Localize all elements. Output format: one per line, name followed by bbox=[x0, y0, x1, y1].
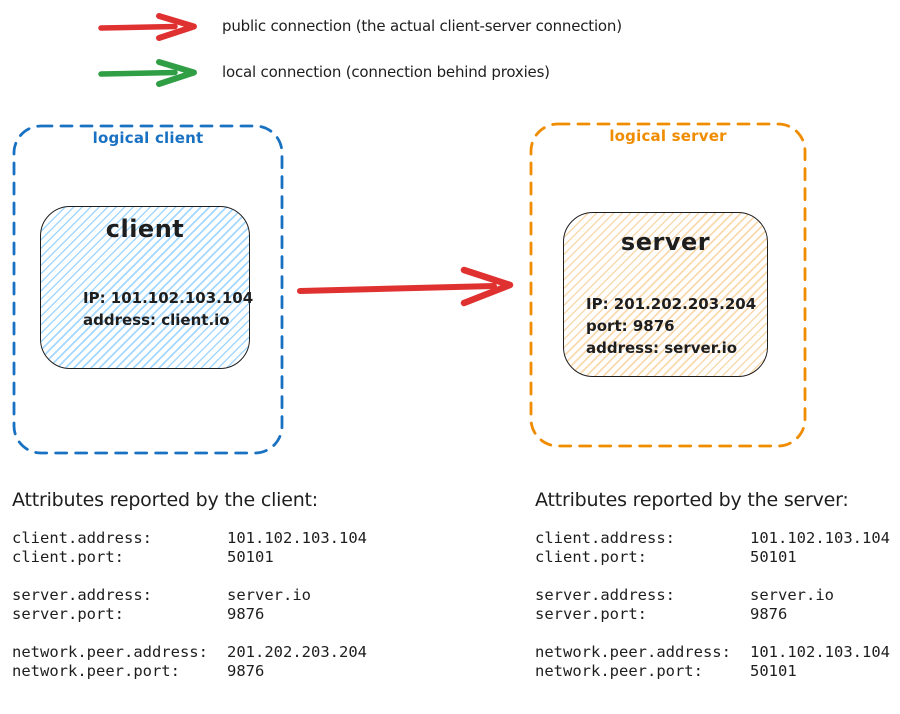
attribute-value: server.io bbox=[227, 586, 311, 604]
logical-client-label: logical client bbox=[92, 129, 204, 147]
attribute-key: client.address: bbox=[535, 529, 675, 547]
client-node-details: IP: 101.102.103.104 address: client.io bbox=[83, 287, 253, 331]
table-row: server.port: 9876 bbox=[12, 605, 367, 624]
attribute-key: network.peer.port: bbox=[12, 662, 180, 680]
table-row: client.port: 50101 bbox=[12, 548, 367, 567]
attribute-key: client.address: bbox=[12, 529, 152, 547]
server-node: server IP: 201.202.203.204 port: 9876 ad… bbox=[563, 212, 768, 377]
client-node-title: client bbox=[105, 215, 185, 243]
attribute-value: 50101 bbox=[750, 662, 797, 680]
attr-group-client: client.address: 101.102.103.104 client.po… bbox=[535, 529, 890, 567]
table-row: server.address: server.io bbox=[12, 586, 367, 605]
attribute-key: server.address: bbox=[12, 586, 152, 604]
server-attributes-title: Attributes reported by the server: bbox=[535, 489, 849, 511]
local-connection-label: local connection (connection behind prox… bbox=[222, 63, 550, 81]
server-ip: IP: 201.202.203.204 bbox=[586, 295, 757, 313]
attribute-value: 50101 bbox=[750, 548, 797, 566]
attribute-key: server.address: bbox=[535, 586, 675, 604]
table-row: client.address: 101.102.103.104 bbox=[535, 529, 890, 548]
attr-group-network-peer: network.peer.address: 101.102.103.104 net… bbox=[535, 643, 890, 681]
logical-server-box: logical server server IP: 201.202.203.20… bbox=[529, 122, 807, 448]
attribute-value: 9876 bbox=[750, 605, 788, 623]
attribute-value: 9876 bbox=[227, 605, 265, 623]
client-attributes-block: Attributes reported by the client: clien… bbox=[12, 489, 367, 700]
attribute-key: server.port: bbox=[12, 605, 124, 623]
logical-client-box: logical client client IP: 101.102.103.10… bbox=[12, 124, 284, 455]
attribute-value: 101.102.103.104 bbox=[750, 643, 890, 661]
attribute-key: client.port: bbox=[12, 548, 124, 566]
attribute-value: 101.102.103.104 bbox=[227, 529, 367, 547]
attr-group-server: server.address: server.io server.port: 987… bbox=[535, 586, 890, 624]
public-connection-arrow-icon bbox=[98, 13, 197, 41]
server-node-details: IP: 201.202.203.204 port: 9876 address: … bbox=[586, 293, 756, 359]
client-ip: IP: 101.102.103.104 bbox=[83, 289, 254, 307]
local-connection-arrow-icon bbox=[98, 59, 197, 87]
attribute-key: server.port: bbox=[535, 605, 647, 623]
attribute-key: network.peer.port: bbox=[535, 662, 703, 680]
attribute-key: network.peer.address: bbox=[12, 643, 208, 661]
server-attributes-block: Attributes reported by the server: clien… bbox=[535, 489, 890, 700]
table-row: server.address: server.io bbox=[535, 586, 890, 605]
attribute-value: 50101 bbox=[227, 548, 274, 566]
logical-client-border bbox=[12, 124, 284, 455]
server-address: address: server.io bbox=[586, 339, 738, 357]
table-row: network.peer.address: 201.202.203.204 bbox=[12, 643, 367, 662]
attr-group-network-peer: network.peer.address: 201.202.203.204 net… bbox=[12, 643, 367, 681]
table-row: server.port: 9876 bbox=[535, 605, 890, 624]
logical-server-border bbox=[529, 122, 807, 448]
logical-server-label: logical server bbox=[609, 127, 727, 145]
attr-group-client: client.address: 101.102.103.104 client.po… bbox=[12, 529, 367, 567]
attribute-value: server.io bbox=[750, 586, 834, 604]
client-node: client IP: 101.102.103.104 address: clie… bbox=[40, 206, 253, 369]
client-server-connection-arrow bbox=[297, 266, 514, 307]
attribute-value: 9876 bbox=[227, 662, 265, 680]
public-connection-label: public connection (the actual client-ser… bbox=[222, 17, 622, 35]
client-address: address: client.io bbox=[83, 311, 230, 329]
attribute-value: 201.202.203.204 bbox=[227, 643, 367, 661]
server-port: port: 9876 bbox=[586, 317, 675, 335]
attribute-key: client.port: bbox=[535, 548, 647, 566]
attribute-key: network.peer.address: bbox=[535, 643, 731, 661]
table-row: client.port: 50101 bbox=[535, 548, 890, 567]
server-node-title: server bbox=[620, 228, 711, 256]
client-attributes-title: Attributes reported by the client: bbox=[12, 489, 319, 511]
attr-group-server: server.address: server.io server.port: 987… bbox=[12, 586, 367, 624]
table-row: network.peer.address: 101.102.103.104 bbox=[535, 643, 890, 662]
table-row: network.peer.port: 50101 bbox=[535, 662, 890, 681]
attribute-value: 101.102.103.104 bbox=[750, 529, 890, 547]
table-row: client.address: 101.102.103.104 bbox=[12, 529, 367, 548]
table-row: network.peer.port: 9876 bbox=[12, 662, 367, 681]
